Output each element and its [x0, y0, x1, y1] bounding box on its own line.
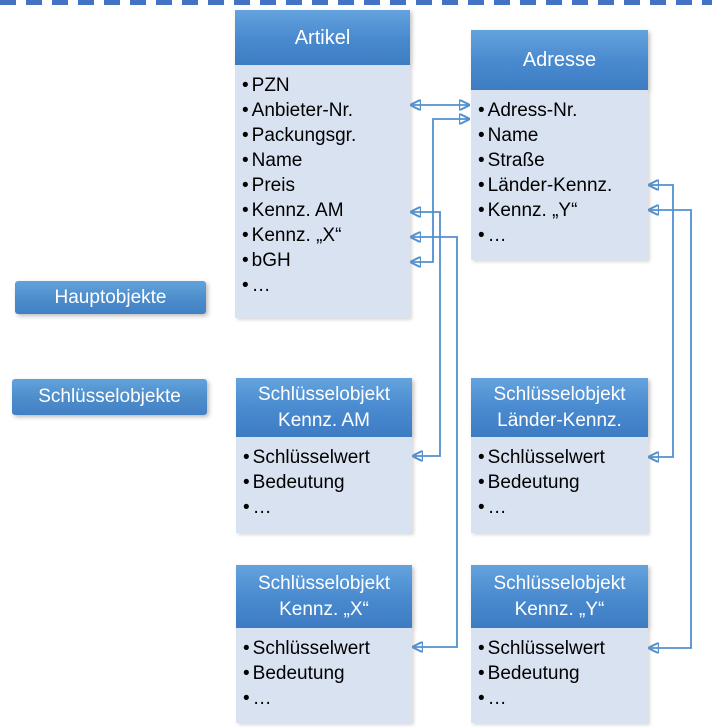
keyobject-kennz-y-title-line2: Kennz. „Y“ — [514, 598, 605, 620]
keyobject-laender-kennz-title-line1: Schlüsselobjekt — [493, 383, 626, 405]
label-hauptobjekte: Hauptobjekte — [15, 281, 206, 314]
keyobject-kennz-y-body: Schlüsselwert Bedeutung … — [471, 628, 648, 723]
field-item: bGH — [242, 248, 410, 273]
field-item: Adress-Nr. — [478, 98, 648, 123]
keyobject-laender-kennz-body: Schlüsselwert Bedeutung … — [471, 437, 648, 533]
connector-kennzx-schluesselwert — [410, 237, 458, 647]
entity-artikel-header: Artikel — [235, 10, 410, 65]
field-item: Kennz. „X“ — [242, 223, 410, 248]
entity-artikel-body: PZN Anbieter-Nr. Packungsgr. Name Preis … — [235, 65, 410, 318]
field-item: … — [478, 495, 648, 520]
keyobject-kennz-x-body: Schlüsselwert Bedeutung … — [236, 628, 412, 723]
field-item: Schlüsselwert — [478, 445, 648, 470]
field-item: Bedeutung — [478, 470, 648, 495]
keyobject-kennz-x-header: Schlüsselobjekt Kennz. „X“ — [236, 565, 412, 628]
keyobject-laender-kennz-field-list: Schlüsselwert Bedeutung … — [471, 437, 648, 520]
field-item: Bedeutung — [478, 661, 648, 686]
field-item: … — [242, 273, 410, 298]
field-item: Länder-Kennz. — [478, 173, 648, 198]
entity-artikel-field-list: PZN Anbieter-Nr. Packungsgr. Name Preis … — [235, 65, 410, 298]
keyobject-kennz-am-field-list: Schlüsselwert Bedeutung … — [236, 437, 412, 520]
connector-kennzam-schluesselwert — [410, 212, 441, 456]
field-item: Schlüsselwert — [478, 636, 648, 661]
entity-adresse-title: Adresse — [522, 49, 597, 71]
field-item: … — [243, 495, 412, 520]
divider-dashed-line — [0, 0, 712, 5]
connector-kennzy-schluesselwert — [648, 210, 692, 648]
field-item: Anbieter-Nr. — [242, 98, 410, 123]
field-item: Name — [478, 123, 648, 148]
keyobject-laender-kennz-title-line2: Länder-Kennz. — [497, 409, 622, 431]
field-item: Kennz. „Y“ — [478, 198, 648, 223]
entity-adresse-header: Adresse — [471, 30, 648, 90]
label-schluesselobjekte: Schlüsselobjekte — [12, 379, 207, 415]
field-item: Schlüsselwert — [243, 445, 412, 470]
keyobject-kennz-x-title-line1: Schlüsselobjekt — [257, 572, 391, 594]
keyobject-kennz-y-title-line1: Schlüsselobjekt — [493, 572, 626, 594]
keyobject-kennz-am-header: Schlüsselobjekt Kennz. AM — [236, 378, 412, 437]
field-item: Packungsgr. — [242, 123, 410, 148]
keyobject-kennz-am-title-line2: Kennz. AM — [278, 409, 370, 431]
keyobject-kennz-y-header: Schlüsselobjekt Kennz. „Y“ — [471, 565, 648, 628]
keyobject-kennz-y-field-list: Schlüsselwert Bedeutung … — [471, 628, 648, 711]
field-item: … — [243, 686, 412, 711]
keyobject-kennz-x-title-line2: Kennz. „X“ — [279, 598, 369, 620]
field-item: PZN — [242, 73, 410, 98]
entity-artikel-title: Artikel — [294, 26, 351, 49]
keyobject-kennz-x-field-list: Schlüsselwert Bedeutung … — [236, 628, 412, 711]
field-item: Preis — [242, 173, 410, 198]
field-item: Bedeutung — [243, 470, 412, 495]
field-item: … — [478, 686, 648, 711]
keyobject-laender-kennz-header: Schlüsselobjekt Länder-Kennz. — [471, 378, 648, 437]
keyobject-kennz-am-body: Schlüsselwert Bedeutung … — [236, 437, 412, 533]
connector-laenderkennz-schluesselwert — [648, 185, 674, 457]
field-item: … — [478, 223, 648, 248]
field-item: Straße — [478, 148, 648, 173]
entity-adresse-field-list: Adress-Nr. Name Straße Länder-Kennz. Ken… — [471, 90, 648, 248]
field-item: Schlüsselwert — [243, 636, 412, 661]
keyobject-kennz-am-title-line1: Schlüsselobjekt — [257, 383, 391, 405]
field-item: Kennz. AM — [242, 198, 410, 223]
field-item: Bedeutung — [243, 661, 412, 686]
field-item: Name — [242, 148, 410, 173]
entity-adresse-body: Adress-Nr. Name Straße Länder-Kennz. Ken… — [471, 90, 648, 260]
connector-bgh-adressnr — [410, 119, 470, 262]
